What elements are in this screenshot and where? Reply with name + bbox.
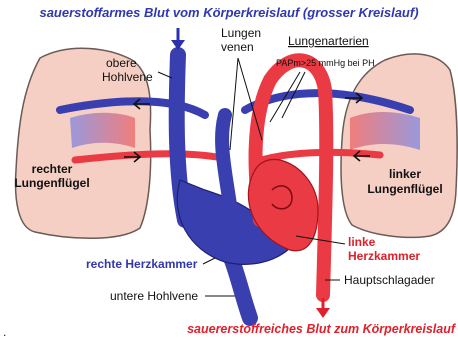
label-linker-lungenfluegel: Lungenflügel (367, 182, 442, 196)
label-linker: linker (389, 167, 421, 181)
title-bottom: sauererstoffreiches Blut zum Körperkreis… (187, 322, 457, 336)
label-hohlvene: Hohlvene (102, 70, 153, 84)
title-top: sauerstoffarmes Blut vom Körperkreislauf… (39, 5, 418, 20)
label-rechter: rechter (32, 162, 73, 176)
right-lung-vessel-band (70, 113, 135, 148)
label-lungen: Lungen (221, 26, 261, 40)
label-papm: PAPm>25 mmHg bei PH (276, 58, 375, 68)
label-obere: obere (106, 56, 137, 70)
arrow-into-svc-head (171, 40, 185, 50)
label-venen: venen (221, 40, 254, 54)
label-linke: linke (348, 235, 376, 249)
label-rechter-lungenfluegel: Lungenflügel (14, 176, 89, 190)
label-lungenarterien: Lungenarterien (288, 34, 369, 48)
label-herzkammer: Herzkammer (348, 249, 420, 263)
pulmonary-trunk (222, 115, 230, 205)
label-hauptschlagader: Hauptschlagader (344, 273, 435, 287)
label-rechte-herzkammer: rechte Herzkammer (86, 257, 198, 271)
label-untere-hohlvene: untere Hohlvene (110, 289, 198, 303)
arrow-to-body-head (316, 308, 330, 318)
stray-dot: . (3, 325, 6, 339)
leader-rechte-herzkammer (203, 258, 215, 264)
